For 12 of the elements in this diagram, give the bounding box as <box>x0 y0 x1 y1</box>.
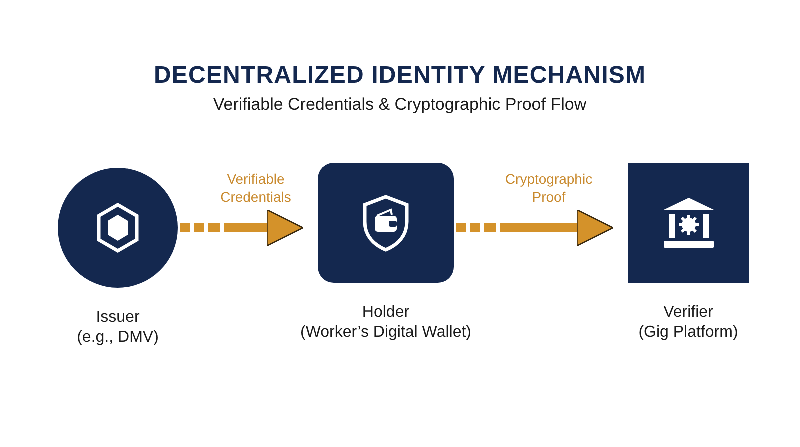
subtitle: Verifiable Credentials & Cryptographic Proof Flow <box>212 94 588 116</box>
node-title: Holder <box>362 303 410 323</box>
node-subtitle: (Gig Platform) <box>638 323 738 343</box>
arrow <box>456 209 614 247</box>
title: DECENTRALIZED IDENTITY MECHANISM <box>152 61 648 91</box>
node-title: Verifier <box>664 303 714 323</box>
arrow <box>180 209 304 247</box>
edge-label: Cryptographic Proof <box>504 170 594 206</box>
edge-label: Verifiable Credentials <box>220 170 292 206</box>
node-subtitle: (Worker’s Digital Wallet) <box>300 323 472 343</box>
node-subtitle: (e.g., DMV) <box>77 328 159 348</box>
node-title: Issuer <box>96 308 140 328</box>
